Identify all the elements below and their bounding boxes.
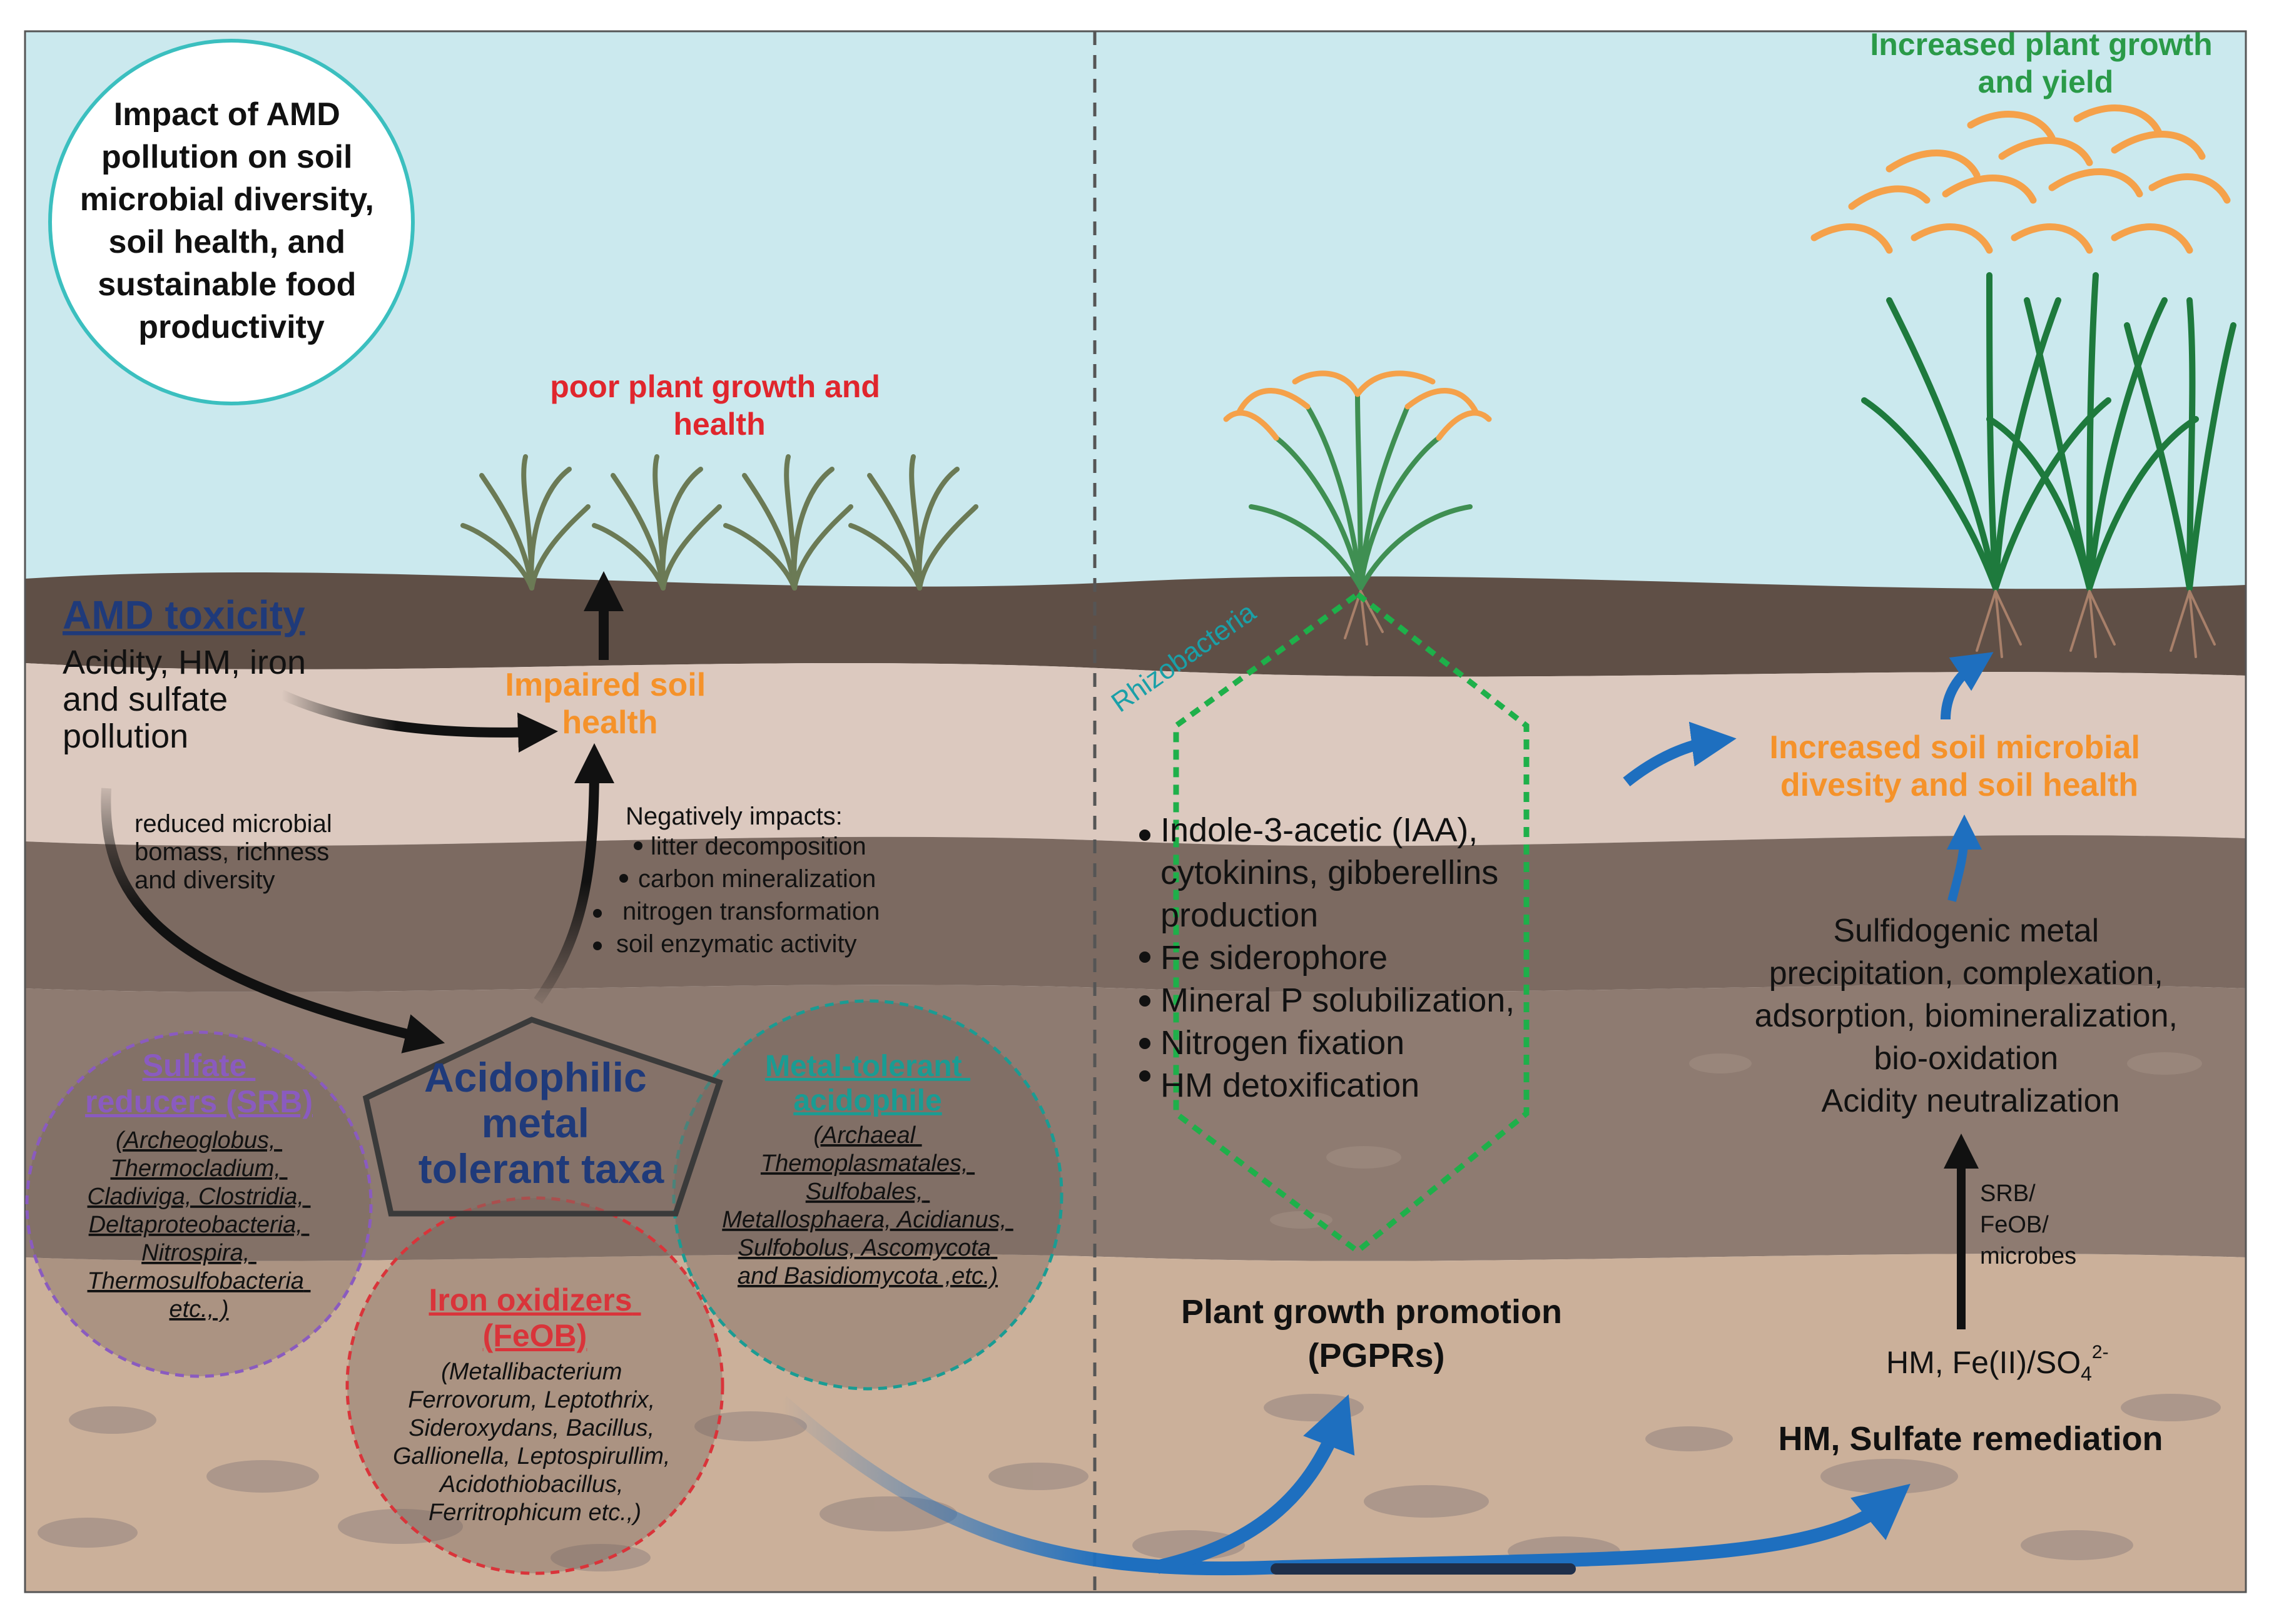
metal-title: Metal-tolerant: [765, 1050, 962, 1083]
pentagon-line: Acidophilic: [424, 1054, 647, 1100]
srb-taxon: Thermosulfobacteria: [88, 1268, 304, 1294]
title-circle: Impact of AMD pollution on soil microbia…: [48, 39, 415, 405]
svg-text:(Archeoglobus, Thermocla: (Archeoglobus, Thermocladium, Cladiviga,…: [88, 1127, 311, 1322]
svg-text:(Metallibacterium Ferrov: (Metallibacterium Ferrovorum, Leptothrix…: [393, 1359, 677, 1526]
amd-toxicity-text: Acidity, HM, iron and sulfate pollution: [63, 644, 315, 755]
metal-taxon: Themoplasmatales,: [761, 1150, 968, 1177]
negatively-impacts-heading: Negatively impacts:: [626, 803, 843, 830]
hm-sulfate-remediation-label: HM, Sulfate remediation: [1778, 1420, 2163, 1458]
pgpr-trait: cytokinins, gibberellins: [1160, 854, 1498, 891]
srb-taxon: Thermocladium,: [111, 1155, 281, 1182]
svg-text:Impact of AMD pollution: Impact of AMD pollution on soil microbia…: [80, 96, 383, 345]
subsoil-mid-layer: [25, 835, 2246, 992]
feob-taxon: Ferrovorum, Leptothrix,: [408, 1387, 655, 1413]
pgpr-traits-list: Indole-3-acetic (IAA), cytokinins, gibbe…: [1139, 811, 1515, 1104]
topsoil-light-layer: [25, 663, 2246, 846]
srb-circle: Sulfate reducers (SRB) (Archeoglobus, Th…: [25, 1030, 373, 1378]
impact-item: litter decomposition: [651, 833, 866, 860]
metal-taxon: and Basidiomycota ,etc.): [738, 1263, 998, 1289]
amd-to-taxa-arrow: [101, 788, 445, 1053]
svg-text:(Archaeal Themoplasmatal: (Archaeal Themoplasmatales, Sulfobales, …: [722, 1122, 1013, 1289]
srb-taxon: (Archeoglobus,: [116, 1127, 276, 1154]
topsoil-dark-layer: [25, 572, 2246, 677]
pentagon-line: tolerant taxa: [419, 1145, 665, 1192]
feob-circle: Iron oxidizers (FeOB) (Metallibacterium …: [345, 1196, 724, 1575]
srb-taxon: Deltaproteobacteria,: [89, 1212, 303, 1238]
negatively-impacts-list: litter decomposition carbon mineralizati…: [593, 833, 880, 958]
pgpr-trait: Nitrogen fixation: [1160, 1024, 1404, 1062]
impact-item: carbon mineralization: [638, 865, 876, 893]
sky-layer: [25, 31, 2246, 594]
plant-growth-promotion-label: Plant growth promotion (PGPRs): [1181, 1293, 1571, 1374]
metal-title: acidophile: [793, 1084, 942, 1117]
feob-title: Iron oxidizers: [429, 1282, 632, 1317]
metal-taxon: Sulfobolus, Ascomycota: [738, 1235, 991, 1261]
increased-growth-label: Increased plant growth and yield: [1870, 27, 2221, 99]
svg-text:Iron oxidizers (FeOB): Iron oxidizers (FeOB): [429, 1282, 641, 1353]
increased-soil-label: Increased soil microbial divesity and so…: [1770, 729, 2150, 803]
svg-text:Acidophilic metal: Acidophilic metal tolerant taxa: [419, 1054, 665, 1192]
medium-rice-plant-icon: [1223, 370, 1492, 646]
impact-item: soil enzymatic activity: [616, 930, 857, 958]
rhizobacteria-hexagon: [1173, 591, 1530, 1255]
pgpr-trait: production: [1160, 896, 1318, 934]
soil-health-to-plants-arrow: [1941, 652, 1994, 720]
sulfidogenic-text: Sulfidogenic metal precipitation, comple…: [1755, 913, 2187, 1119]
large-rice-plants-icon: [1810, 104, 2236, 658]
srb-title: reducers (SRB): [85, 1084, 313, 1119]
feob-taxon: Acidothiobacillus,: [439, 1471, 624, 1498]
title-line: soil health, and: [109, 224, 346, 260]
feob-taxon: Ferritrophicum etc.,): [429, 1500, 641, 1526]
sulfidogenic-to-soil-health-arrow: [1946, 815, 1982, 902]
title-line: microbial diversity,: [80, 181, 374, 218]
taxa-to-impaired-arrow: [534, 743, 614, 1004]
pentagon-line: metal: [482, 1100, 589, 1146]
poor-growth-label: poor plant growth and health: [550, 369, 889, 442]
metal-taxon: (Archaeal: [813, 1122, 916, 1149]
title-line: Impact of AMD: [114, 96, 340, 133]
deep-soil-layer: [25, 1254, 2246, 1592]
srb-taxon: etc., ): [169, 1296, 228, 1322]
metal-taxon: Sulfobales,: [806, 1179, 923, 1205]
feob-taxon: Sideroxydans, Bacillus,: [409, 1415, 654, 1441]
amd-to-impaired-arrow: [279, 689, 558, 753]
impaired-soil-label: Impaired soil health: [505, 667, 714, 741]
srb-feob-microbes-text: SRB/ FeOB/ microbes: [1980, 1180, 2076, 1269]
title-line: productivity: [138, 309, 325, 345]
diagram-frame: [24, 30, 2247, 1593]
pgpr-trait: Fe siderophore: [1160, 939, 1388, 977]
impact-item: nitrogen transformation: [622, 898, 880, 925]
srb-taxon: Nitrospira,: [141, 1240, 250, 1266]
feob-taxon: (Metallibacterium: [441, 1359, 622, 1385]
amd-toxicity-heading: AMD toxicity: [63, 592, 305, 637]
feob-taxon: Gallionella, Leptospirullim,: [393, 1443, 671, 1469]
srb-taxon: Cladiviga, Clostridia,: [88, 1184, 304, 1210]
metal-tolerant-circle: Metal-tolerant acidophile (Archaeal Them…: [672, 999, 1063, 1391]
metal-taxon: Metallosphaera, Acidianus,: [722, 1207, 1007, 1233]
feob-title: (FeOB): [483, 1318, 587, 1353]
title-line: sustainable food: [98, 266, 356, 303]
reduced-microbial-text: reduced microbial bomass, richness and d…: [135, 810, 339, 894]
stressed-plant-icons: [460, 454, 978, 591]
srb-title: Sulfate: [143, 1048, 247, 1083]
acidophilic-pentagon: Acidophilic metal tolerant taxa: [362, 1017, 723, 1217]
hm-fe-so4-text: HM, Fe(II)/SO42-: [1886, 1342, 2109, 1385]
pgpr-blue-arrow: [1155, 1394, 1355, 1574]
title-line: pollution on soil: [101, 139, 352, 175]
hexagon-to-soil-health-arrow: [1623, 721, 1737, 787]
pgpr-trait: HM detoxification: [1160, 1067, 1419, 1104]
pgpr-trait: Indole-3-acetic (IAA),: [1160, 811, 1478, 849]
svg-text:Sulfate reducers (SRB): Sulfate reducers (SRB): [85, 1048, 313, 1119]
pgpr-trait: Mineral P solubilization,: [1160, 982, 1515, 1019]
svg-text:Metal-tolerant acidophil: Metal-tolerant acidophile: [765, 1050, 970, 1117]
